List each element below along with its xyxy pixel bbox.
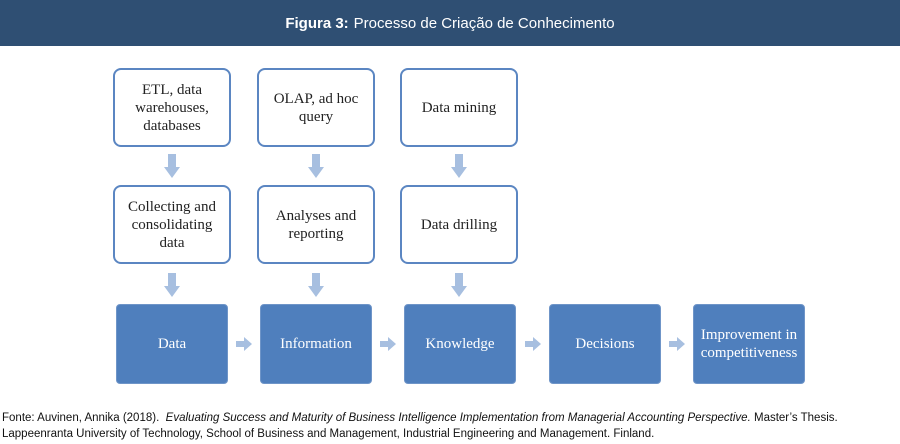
arrow-right-icon [525, 337, 541, 351]
arrow-down-icon [164, 273, 180, 297]
figure-header: Figura 3: Processo de Criação de Conheci… [0, 0, 900, 46]
box-decisions: Decisions [549, 304, 661, 384]
box-data: Data [116, 304, 228, 384]
citation-prefix: Fonte: Auvinen, Annika (2018). [2, 412, 160, 424]
figure-label: Figura 3: [285, 14, 349, 32]
arrow-right-icon [669, 337, 685, 351]
arrow-right-icon [236, 337, 252, 351]
citation-suffix: Master’s Thesis. Lappeenranta University… [2, 412, 838, 440]
box-improvement: Improvement in competitiveness [693, 304, 805, 384]
box-collecting: Collecting and consolidating data [113, 185, 231, 264]
box-data-drilling: Data drilling [400, 185, 518, 264]
figure-title: Processo de Criação de Conhecimento [353, 14, 615, 32]
arrow-right-icon [380, 337, 396, 351]
source-citation: Fonte: Auvinen, Annika (2018). Evaluatin… [2, 410, 892, 442]
arrow-down-icon [451, 154, 467, 178]
box-information: Information [260, 304, 372, 384]
box-knowledge: Knowledge [404, 304, 516, 384]
arrow-down-icon [451, 273, 467, 297]
box-olap: OLAP, ad hoc query [257, 68, 375, 147]
box-data-mining: Data mining [400, 68, 518, 147]
arrow-down-icon [308, 273, 324, 297]
arrow-down-icon [164, 154, 180, 178]
box-analyses: Analyses and reporting [257, 185, 375, 264]
arrow-down-icon [308, 154, 324, 178]
box-etl: ETL, data warehouses, databases [113, 68, 231, 147]
citation-work-title: Evaluating Success and Maturity of Busin… [165, 412, 751, 424]
